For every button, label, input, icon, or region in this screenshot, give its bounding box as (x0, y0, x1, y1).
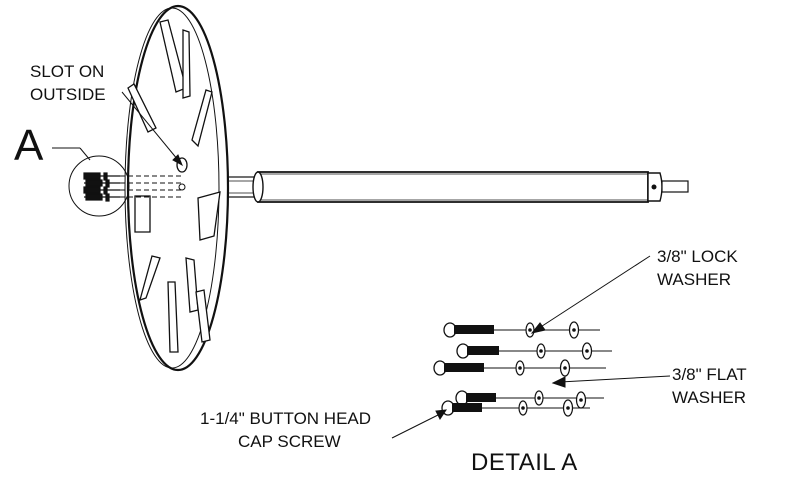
detail-title: DETAIL A (471, 449, 578, 476)
flat-washer-label-line1: 3/8" FLAT (672, 365, 747, 384)
screw-label-line1: 1-1/4" BUTTON HEAD (200, 409, 371, 428)
screw-row-2 (456, 342, 612, 360)
lock-washer-label-line1: 3/8" LOCK (657, 247, 738, 266)
screw-row-3 (433, 359, 606, 377)
disc-wheel (120, 4, 230, 372)
disc-slots (127, 19, 221, 353)
screw-row-5 (441, 399, 590, 417)
detail-a-exploded (433, 321, 612, 417)
mini-screws (83, 172, 120, 202)
flat-washer-label-line2: WASHER (672, 388, 746, 407)
detail-a-circle (68, 155, 130, 217)
lock-washer-label-line2: WASHER (657, 270, 731, 289)
slot-label-line2: OUTSIDE (30, 85, 106, 104)
screw-label-line2: CAP SCREW (238, 432, 341, 451)
shaft (225, 171, 689, 203)
detail-letter: A (14, 121, 44, 170)
slot-label-line1: SLOT ON (30, 62, 104, 81)
leader-lines (52, 91, 671, 439)
callout-text: SLOT ON OUTSIDE A 3/8" LOCK WASHER 3/8" … (14, 62, 747, 476)
screw-row-1 (443, 321, 600, 339)
